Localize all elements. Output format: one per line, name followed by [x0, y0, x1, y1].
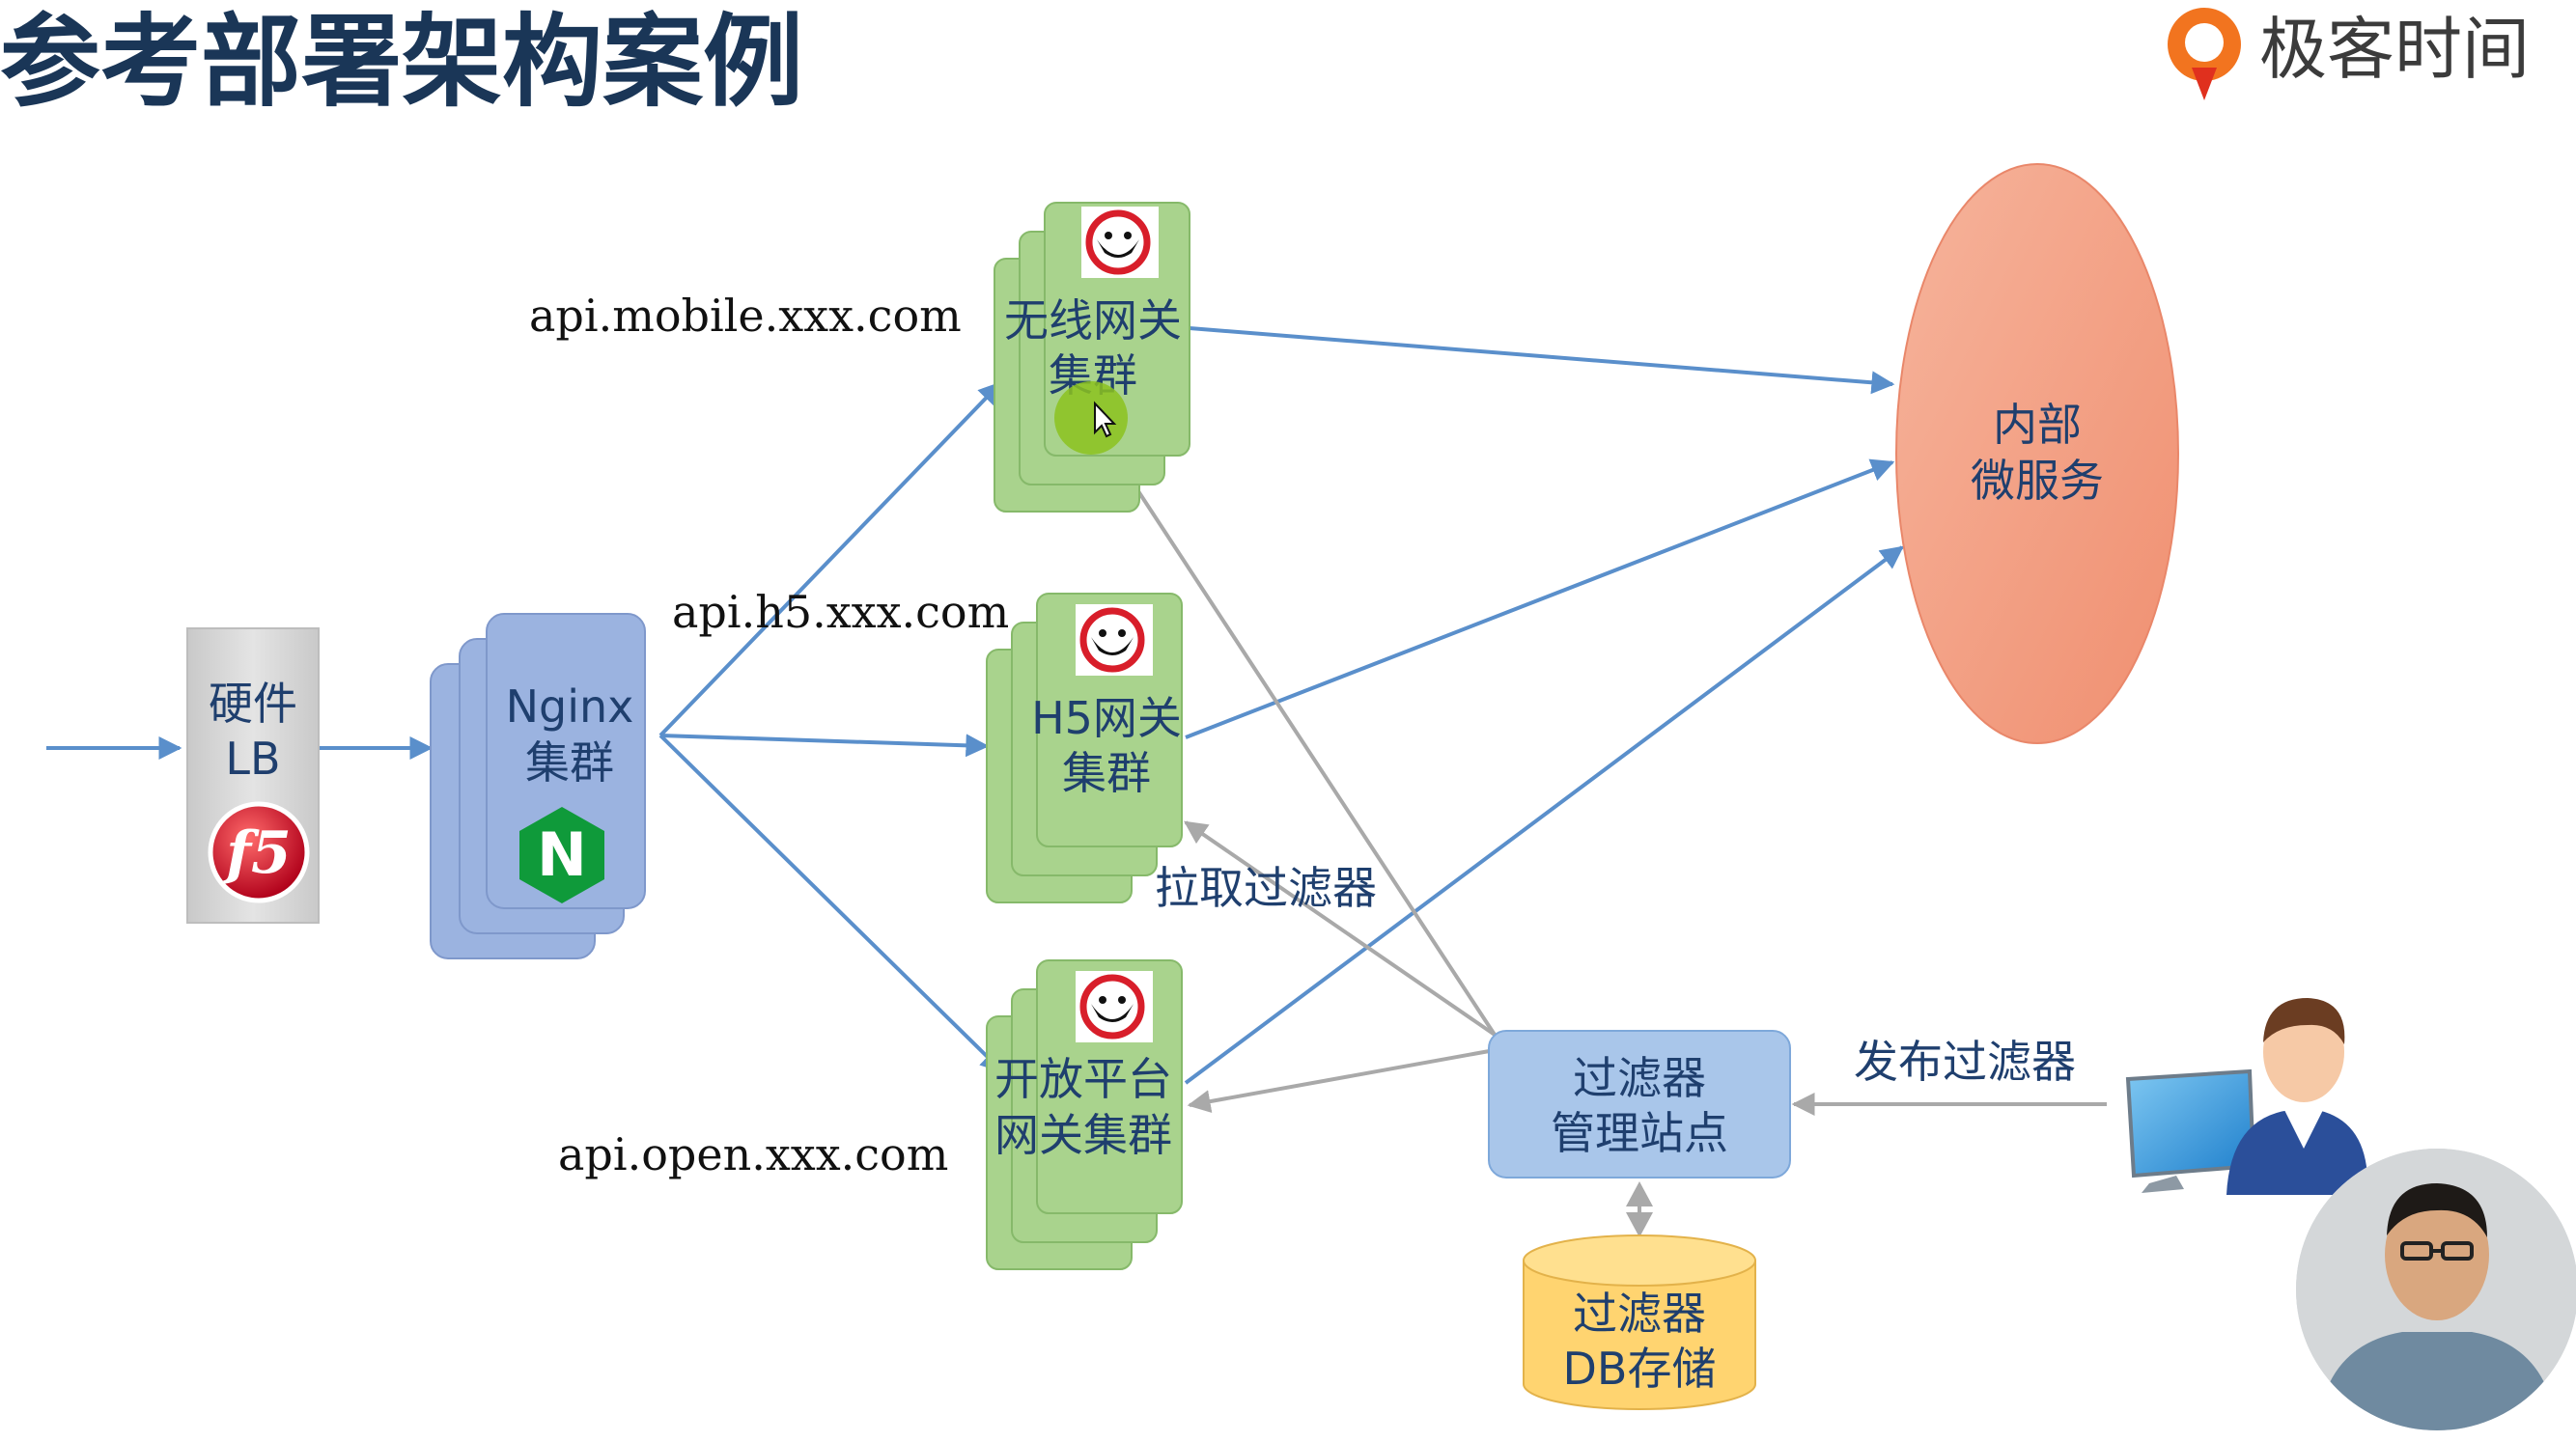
edge-nginx-to-wireless	[658, 381, 1002, 737]
svg-text:f5: f5	[222, 819, 292, 887]
nginx-line2: 集群	[525, 736, 614, 789]
h5-line2: 集群	[1062, 747, 1151, 799]
edges	[46, 326, 2107, 1237]
geektime-logo-icon	[2168, 8, 2241, 100]
wireless-line1: 无线网关	[1004, 294, 1182, 347]
zuul-logo-icon	[1076, 971, 1153, 1042]
edge-label-publish-filters: 发布过滤器	[1854, 1036, 2076, 1088]
filter-db-node: 过滤器 DB存储	[1523, 1234, 1756, 1410]
filter-admin-line1: 过滤器	[1573, 1052, 1706, 1104]
edge-admin-to-h5	[1184, 820, 1497, 1037]
edge-admin-db-arrowheads	[1626, 1181, 1653, 1237]
f5-logo-icon: f5	[208, 801, 310, 903]
domain-h5: api.h5.xxx.com	[672, 586, 1009, 638]
filter-db-line1: 过滤器	[1573, 1288, 1706, 1340]
edge-admin-to-open	[1187, 1048, 1496, 1113]
edge-nginx-to-open	[658, 734, 1004, 1073]
brand-logo: 极客时间	[2168, 8, 2530, 100]
edge-h5-to-services	[1185, 458, 1895, 739]
services-line1: 内部	[1993, 399, 2082, 451]
nginx-cluster-node: Nginx 集群 N	[430, 613, 646, 959]
nginx-logo-icon: N	[519, 807, 604, 903]
wireless-gateway-node: 无线网关 集群	[994, 202, 1190, 513]
presenter-video-icon	[2296, 1149, 2576, 1430]
filter-admin-line2: 管理站点	[1551, 1107, 1728, 1159]
svg-text:N: N	[537, 819, 587, 890]
domain-open: api.open.xxx.com	[558, 1128, 948, 1180]
internal-services-node: 内部 微服务	[1895, 163, 2179, 744]
zuul-logo-icon	[1076, 604, 1153, 676]
edge-wireless-to-services	[1189, 326, 1895, 395]
filter-admin-node: 过滤器 管理站点	[1488, 1030, 1791, 1179]
user-at-computer-icon	[2125, 998, 2368, 1195]
h5-gateway-node: H5网关 集群	[986, 593, 1183, 903]
brand-name: 极客时间	[2259, 10, 2530, 89]
edge-open-to-services	[1184, 545, 1904, 1085]
edge-admin-to-wireless	[1118, 460, 1497, 1037]
open-gateway-node: 开放平台 网关集群	[986, 959, 1183, 1270]
hardware-lb-line1: 硬件	[209, 678, 297, 730]
cursor-highlight-icon	[1054, 381, 1128, 455]
zuul-logo-icon	[1081, 207, 1159, 278]
open-line2: 网关集群	[994, 1109, 1172, 1161]
hardware-lb-node: 硬件 LB f5	[186, 627, 320, 924]
filter-db-line2: DB存储	[1563, 1343, 1717, 1395]
open-line1: 开放平台	[994, 1053, 1172, 1105]
nginx-line1: Nginx	[506, 680, 634, 733]
services-line2: 微服务	[1971, 455, 2104, 507]
edge-label-pull-filters: 拉取过滤器	[1155, 862, 1377, 914]
hardware-lb-line2: LB	[225, 733, 280, 785]
page-title: 参考部署架构案例	[0, 3, 803, 121]
h5-line1: H5网关	[1031, 692, 1182, 744]
edge-nginx-to-h5	[659, 734, 990, 758]
domain-mobile: api.mobile.xxx.com	[529, 290, 962, 342]
